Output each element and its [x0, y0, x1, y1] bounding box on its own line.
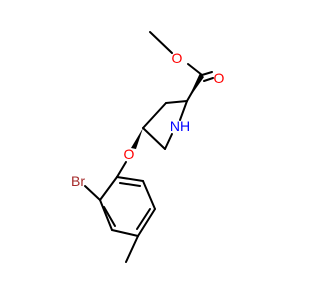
bond-aryl-br: [84, 185, 101, 201]
bond-methyl-o: [149, 31, 173, 54]
bond-aryl-c1-c2: [99, 176, 118, 201]
bond-o-carbonyl-c: [187, 63, 203, 76]
bond-aryl-inner-2: [136, 208, 151, 230]
pyrrolidine-ring: [131, 73, 204, 150]
bond-carbonyl-double-1: [201, 71, 213, 76]
atom-label-br: Br: [71, 173, 85, 189]
atom-label-nh: NH: [170, 118, 190, 134]
bond-aryl-c5-c6: [142, 180, 156, 210]
bond-aryl-inner-1: [103, 206, 116, 227]
bond-c2-n: [179, 100, 188, 121]
bond-carbonyl-double-2: [203, 77, 214, 82]
structure-canvas: O O NH O Br: [0, 0, 300, 300]
bond-aryl-c2-c3: [99, 199, 113, 231]
atom-label-o-carbonyl: O: [214, 70, 225, 86]
bond-c4-c3: [142, 102, 167, 129]
atom-label-o-ester: O: [172, 50, 183, 66]
aryl-group: [84, 161, 156, 263]
bond-n-c5: [164, 133, 173, 150]
bond-aryl-inner-3: [119, 182, 141, 187]
bond-aryl-c6-c1: [116, 176, 144, 182]
background: [0, 0, 300, 300]
atom-labels: O O NH O Br: [71, 50, 225, 189]
wedge-bond-c4: [131, 128, 143, 149]
bond-aryl-c4-c5: [137, 208, 156, 237]
bond-aryl-c3-c4: [111, 229, 139, 237]
bond-o-aryl-c1: [116, 161, 127, 178]
wedge-bond-c2: [187, 73, 204, 101]
bond-c5-c4: [142, 127, 166, 150]
atom-label-o-ether: O: [124, 146, 135, 162]
bond-aryl-methyl: [125, 235, 139, 263]
bond-c3-c2: [165, 100, 188, 104]
